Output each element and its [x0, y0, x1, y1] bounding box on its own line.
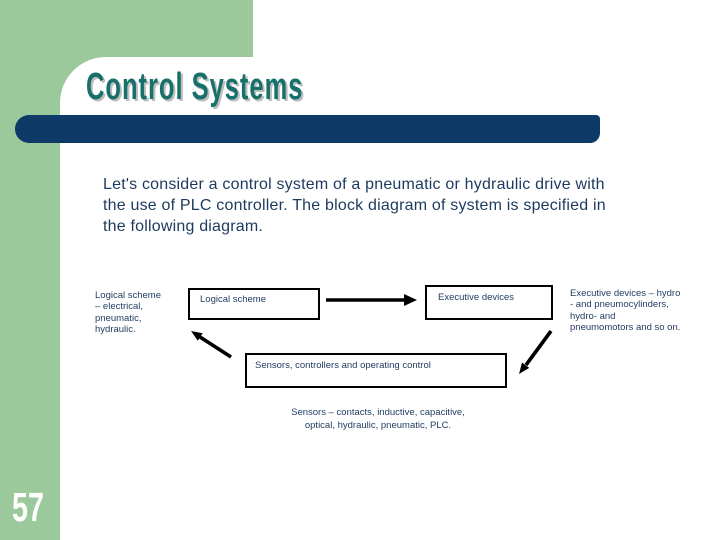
logical-scheme-side-label: Logical scheme – electrical, pneumatic, …	[95, 290, 162, 335]
executive-devices-side-label: Executive devices – hydro - and pneumocy…	[570, 288, 681, 333]
page-number: 57	[12, 484, 44, 530]
sensors-caption: Sensors – contacts, inductive, capacitiv…	[291, 407, 465, 431]
title-underline-bar	[15, 115, 600, 143]
executive-devices-box: Executive devices	[425, 285, 553, 320]
slide-title: Control Systems	[86, 66, 304, 108]
logical-scheme-box: Logical scheme	[188, 288, 320, 320]
sensors-controllers-box: Sensors, controllers and operating contr…	[245, 353, 507, 388]
body-paragraph: Let's consider a control system of a pne…	[103, 176, 606, 235]
